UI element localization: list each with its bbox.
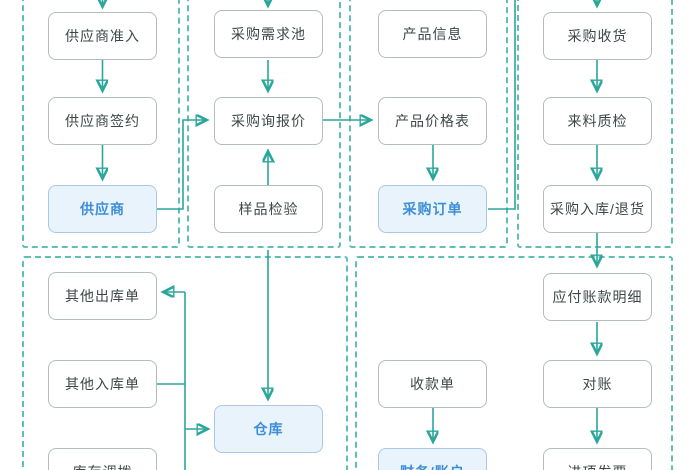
region-warehouse — [22, 256, 348, 470]
region-finance — [355, 256, 673, 470]
node-receipt-note[interactable]: 收款单 — [378, 360, 487, 408]
node-label: 供应商 — [80, 201, 125, 217]
node-purchase-inbound-return[interactable]: 采购入库/退货 — [543, 185, 652, 233]
node-stock-transfer[interactable]: 库存调拨 — [48, 448, 157, 470]
node-label: 采购入库/退货 — [550, 201, 645, 217]
node-label: 进项发票 — [568, 462, 628, 470]
node-label: 来料质检 — [567, 113, 628, 129]
node-input-invoice[interactable]: 进项发票 — [543, 448, 652, 470]
node-label: 产品价格表 — [395, 113, 470, 129]
node-finance-account[interactable]: 财务/账户 — [378, 448, 487, 470]
node-supplier-sign[interactable]: 供应商签约 — [48, 97, 157, 145]
node-label: 产品信息 — [402, 26, 463, 42]
node-other-outbound[interactable]: 其他出库单 — [48, 272, 157, 320]
node-supplier[interactable]: 供应商 — [48, 185, 157, 233]
node-label: 样品检验 — [238, 201, 299, 217]
node-label: 采购订单 — [402, 201, 463, 217]
node-payable-detail[interactable]: 应付账款明细 — [543, 273, 652, 321]
node-product-info[interactable]: 产品信息 — [378, 10, 487, 58]
node-label: 其他入库单 — [65, 376, 140, 392]
node-label: 财务/账户 — [400, 462, 465, 470]
node-incoming-qc[interactable]: 来料质检 — [543, 97, 652, 145]
node-purchase-receive[interactable]: 采购收货 — [543, 12, 652, 60]
node-sample-check[interactable]: 样品检验 — [214, 185, 323, 233]
node-other-inbound[interactable]: 其他入库单 — [48, 360, 157, 408]
node-label: 对账 — [582, 376, 613, 392]
node-label: 供应商签约 — [65, 113, 140, 129]
node-reconciliation[interactable]: 对账 — [543, 360, 652, 408]
region-receiving-qc — [517, 0, 673, 248]
node-label: 采购需求池 — [231, 26, 306, 42]
node-inquiry[interactable]: 采购询报价 — [214, 97, 323, 145]
node-label: 其他出库单 — [65, 288, 140, 304]
node-label: 采购询报价 — [231, 113, 306, 129]
node-label: 采购收货 — [567, 28, 628, 44]
node-label: 库存调拨 — [73, 462, 133, 470]
node-label: 应付账款明细 — [552, 289, 643, 305]
node-purchase-order[interactable]: 采购订单 — [378, 185, 487, 233]
node-label: 仓库 — [253, 421, 284, 437]
node-demand-pool[interactable]: 采购需求池 — [214, 10, 323, 58]
node-supplier-access[interactable]: 供应商准入 — [48, 12, 157, 60]
node-price-list[interactable]: 产品价格表 — [378, 97, 487, 145]
node-label: 供应商准入 — [65, 28, 140, 44]
node-warehouse[interactable]: 仓库 — [214, 405, 323, 453]
node-label: 收款单 — [410, 376, 455, 392]
